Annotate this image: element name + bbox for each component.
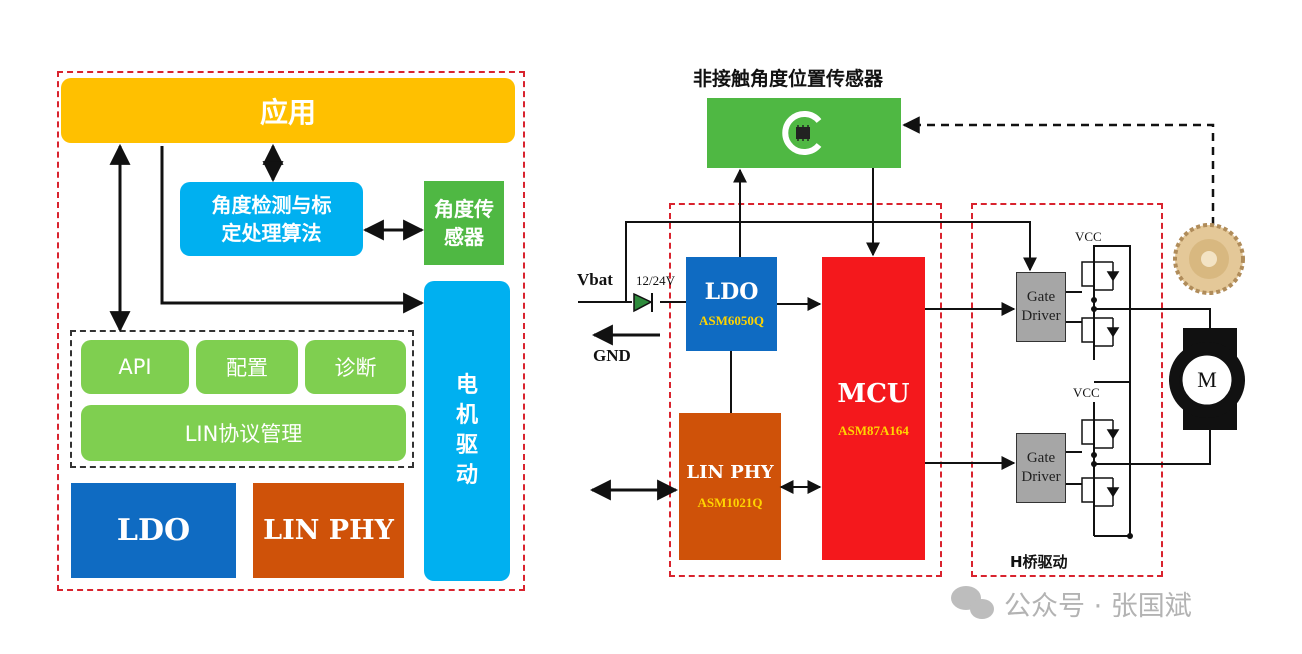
mosfet-bottom-pair bbox=[1081, 419, 1120, 507]
diagnosis-box: 诊断 bbox=[305, 340, 406, 394]
left-ldo-label: LDO bbox=[116, 513, 191, 548]
gate-top-line1: Gate bbox=[1026, 289, 1056, 305]
lin-protocol-box: LIN协议管理 bbox=[81, 405, 406, 461]
angle-sensor-box: 角度传 感器 bbox=[424, 181, 504, 265]
right-linphy-box: LIN PHY ASM1021Q bbox=[679, 413, 781, 560]
api-label: API bbox=[118, 355, 152, 379]
lin-mgmt-label: LIN协议管理 bbox=[184, 422, 303, 446]
left-linphy-box: LIN PHY bbox=[253, 483, 404, 578]
app-label: 应用 bbox=[259, 95, 316, 129]
mcu-part: ASM87A164 bbox=[838, 422, 909, 438]
sensor-chip-box bbox=[707, 98, 901, 168]
right-ldo-label: LDO bbox=[704, 279, 759, 305]
bus-arrows bbox=[589, 324, 679, 501]
junction-dots bbox=[1091, 297, 1133, 539]
gate-top-line2: Driver bbox=[1021, 308, 1061, 324]
gate-bottom-line2: Driver bbox=[1021, 469, 1061, 485]
sensor-title: 非接触角度位置传感器 bbox=[693, 68, 884, 90]
right-ldo-box: LDO ASM6050Q bbox=[686, 257, 777, 351]
controller-frame bbox=[669, 203, 942, 577]
sensor-chip-icon bbox=[782, 111, 822, 155]
right-linphy-part: ASM1021Q bbox=[697, 495, 763, 510]
hbridge-frame bbox=[971, 203, 1163, 577]
lin-stack-frame bbox=[70, 330, 414, 468]
motor-label: M bbox=[1197, 367, 1217, 392]
motor-drive-label: 电 机 驱 动 bbox=[455, 373, 478, 488]
api-box: API bbox=[81, 340, 189, 394]
left-linphy-label: LIN PHY bbox=[263, 515, 394, 546]
hbridge-label: H桥驱动 bbox=[1010, 553, 1068, 571]
right-linphy-label: LIN PHY bbox=[686, 462, 774, 483]
mosfet-top-pair bbox=[1081, 261, 1120, 347]
sensor-line1: 角度传 bbox=[434, 197, 494, 221]
wechat-icon bbox=[951, 586, 994, 619]
left-diagram-frame bbox=[57, 71, 525, 591]
gate-driver-top: Gate Driver bbox=[1016, 272, 1066, 342]
feedback-dashed-arrow bbox=[902, 116, 1215, 225]
right-wiring bbox=[578, 168, 1211, 537]
left-arrows bbox=[109, 143, 425, 333]
motor-drive-box: 电 机 驱 动 bbox=[424, 281, 510, 581]
motor-symbol bbox=[1169, 328, 1245, 430]
gnd-label: GND bbox=[593, 346, 631, 365]
vcc-top-label: VCC bbox=[1075, 229, 1102, 244]
left-ldo-box: LDO bbox=[71, 483, 236, 578]
vcc-bottom-label: VCC bbox=[1073, 385, 1100, 400]
gear-image bbox=[1173, 223, 1245, 295]
mcu-box: MCU ASM87A164 bbox=[822, 257, 925, 560]
watermark-text: 公众号 · 张国斌 bbox=[1004, 591, 1192, 622]
voltage-label: 12/24V bbox=[636, 273, 675, 288]
config-label: 配置 bbox=[226, 356, 268, 380]
diode-symbol bbox=[633, 292, 653, 313]
angle-algorithm-box: 角度检测与标 定处理算法 bbox=[180, 182, 363, 256]
mcu-label: MCU bbox=[837, 378, 910, 409]
vbat-label: Vbat bbox=[577, 270, 613, 289]
config-box: 配置 bbox=[196, 340, 298, 394]
right-ldo-part: ASM6050Q bbox=[699, 313, 764, 328]
sensor-line2: 感器 bbox=[444, 225, 484, 249]
diag-label: 诊断 bbox=[334, 356, 377, 380]
gate-driver-bottom: Gate Driver bbox=[1016, 433, 1066, 503]
app-bar: 应用 bbox=[61, 78, 515, 143]
gate-bottom-line1: Gate bbox=[1026, 450, 1056, 466]
algo-label-line2: 定处理算法 bbox=[221, 221, 322, 245]
algo-label-line1: 角度检测与标 bbox=[211, 193, 332, 217]
